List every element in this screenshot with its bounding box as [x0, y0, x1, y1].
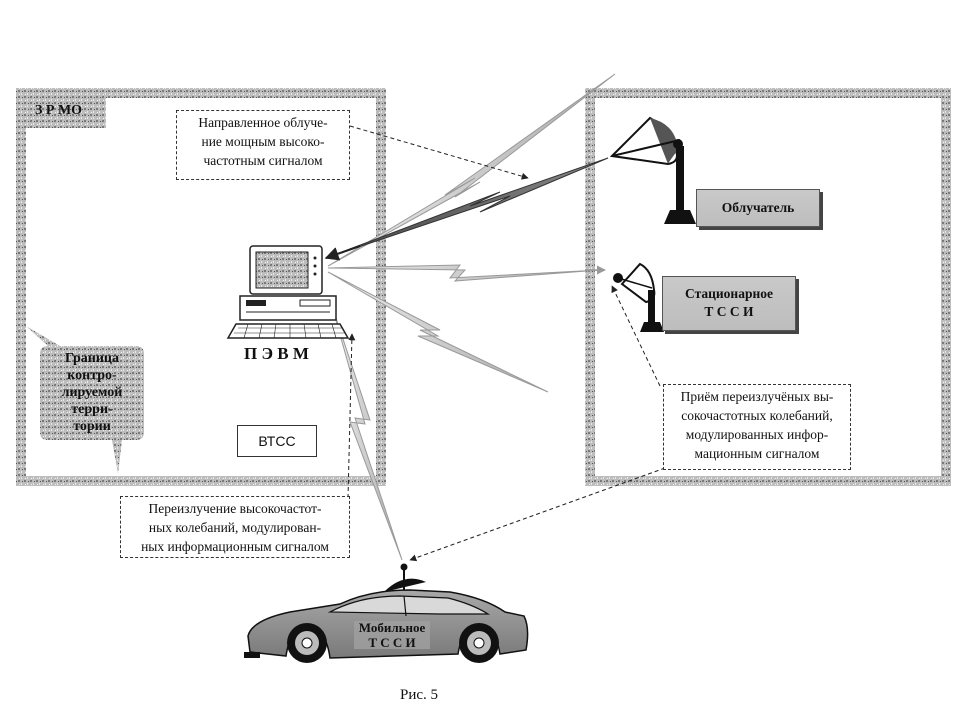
arrow-reradiation-to-pc [347, 333, 356, 499]
boundary-line: тории [73, 419, 111, 434]
boundary-line: Граница [64, 351, 119, 366]
note-line: Приём переизлучёных вы- [680, 389, 834, 404]
mobile-label: Мобильное Т С С И [348, 620, 436, 650]
mobile-line: Т С С И [368, 635, 416, 650]
vtss-label: ВТСС [258, 433, 296, 449]
car-icon [244, 563, 529, 663]
note-line: модулированных инфор- [685, 427, 829, 442]
note-line: Направленное облуче- [198, 115, 328, 130]
figure-caption: Рис. 5 [400, 687, 439, 703]
boundary-callout [26, 326, 144, 474]
note-line: сокочастотных колебаний, [681, 408, 833, 423]
note-line: мационным сигналом [694, 446, 820, 461]
irradiator-label: Облучатель [721, 200, 795, 215]
irradiator-dish-icon [609, 116, 696, 224]
note-line: Переизлучение высокочастот- [148, 501, 322, 516]
pc-icon [226, 245, 350, 339]
stationary-line: Стационарное [685, 286, 773, 301]
boundary-line: лируемой [61, 385, 123, 400]
note-line: частотным сигналом [203, 153, 323, 168]
note-reception: Приём переизлучёных вы- сокочастотных ко… [663, 384, 851, 470]
vtss-box: ВТСС [237, 425, 317, 457]
controlled-zone-frame [16, 88, 386, 486]
arrow-reception-to-stationary [611, 285, 661, 387]
arrow-irradiation-note [349, 125, 529, 180]
note-line: ние мощным высоко- [201, 134, 325, 149]
note-line: ных колебаний, модулирован- [148, 520, 322, 535]
beam-irradiator [324, 157, 609, 261]
boundary-line: контро- [67, 368, 117, 383]
note-reradiation: Переизлучение высокочастот- ных колебани… [120, 496, 350, 558]
beam-to-stationary [327, 264, 606, 282]
irradiator-plate: Облучатель [696, 189, 820, 227]
boundary-label: Граница контро- лируемой терри- тории [44, 350, 140, 435]
stationary-plate: Стационарное Т С С И [662, 276, 796, 331]
boundary-line: терри- [71, 402, 113, 417]
beam-to-lower-right [327, 271, 549, 393]
pc-label: П Э В М [244, 344, 309, 363]
stationary-dish-icon [613, 262, 664, 332]
note-line: ных информационным сигналом [141, 539, 329, 554]
beam-to-top [327, 73, 616, 267]
mobile-line: Мобильное [358, 620, 426, 635]
stationary-line: Т С С И [704, 304, 754, 319]
note-irradiation: Направленное облуче- ние мощным высоко- … [176, 110, 350, 180]
beam-to-car [331, 305, 403, 561]
zone-label: З Р МО [35, 103, 83, 118]
arrow-reception-to-car [409, 467, 666, 562]
